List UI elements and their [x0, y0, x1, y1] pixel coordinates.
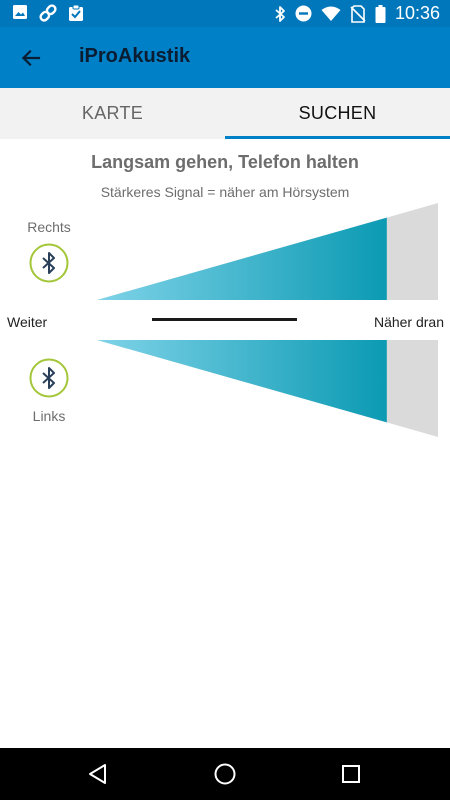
far-label: Weiter — [7, 314, 48, 330]
arrow-back-icon — [21, 49, 41, 67]
right-device-label: Rechts — [27, 219, 71, 235]
near-label: Näher dran — [373, 314, 444, 330]
left-signal-fill — [97, 340, 387, 423]
home-circle-icon — [214, 763, 236, 785]
nav-back-button[interactable] — [84, 760, 112, 788]
battery-icon — [375, 4, 386, 23]
nav-home-button[interactable] — [211, 760, 239, 788]
recents-square-icon — [342, 765, 360, 783]
center-divider — [152, 318, 297, 321]
app-bar: iProAkustik — [0, 27, 450, 88]
image-icon — [13, 5, 27, 19]
bluetooth-left-icon — [29, 358, 69, 398]
app-title: iProAkustik — [79, 45, 191, 67]
tab-suchen[interactable]: SUCHEN — [225, 88, 450, 139]
search-headline: Langsam gehen, Telefon halten — [91, 152, 359, 172]
navigation-bar — [0, 748, 450, 800]
wifi-icon — [321, 6, 341, 21]
do-not-disturb-icon — [295, 5, 312, 22]
nav-recents-button[interactable] — [337, 760, 365, 788]
clipboard-check-icon — [69, 4, 83, 21]
back-triangle-icon — [89, 764, 106, 784]
tab-bar: KARTE SUCHEN — [0, 88, 450, 139]
right-signal-fill — [97, 217, 387, 300]
left-device-label: Links — [32, 408, 66, 424]
no-sim-icon — [350, 4, 366, 23]
search-subline: Stärkeres Signal = näher am Hörsystem — [100, 184, 350, 200]
tab-karte[interactable]: KARTE — [81, 103, 144, 123]
link-icon — [39, 4, 57, 22]
signal-indicator — [97, 203, 438, 437]
bluetooth-right-icon — [29, 243, 69, 283]
status-bar: 10:36 — [0, 0, 450, 27]
bluetooth-icon — [275, 5, 285, 22]
status-time: 10:36 — [394, 3, 440, 23]
back-button[interactable] — [14, 41, 48, 75]
